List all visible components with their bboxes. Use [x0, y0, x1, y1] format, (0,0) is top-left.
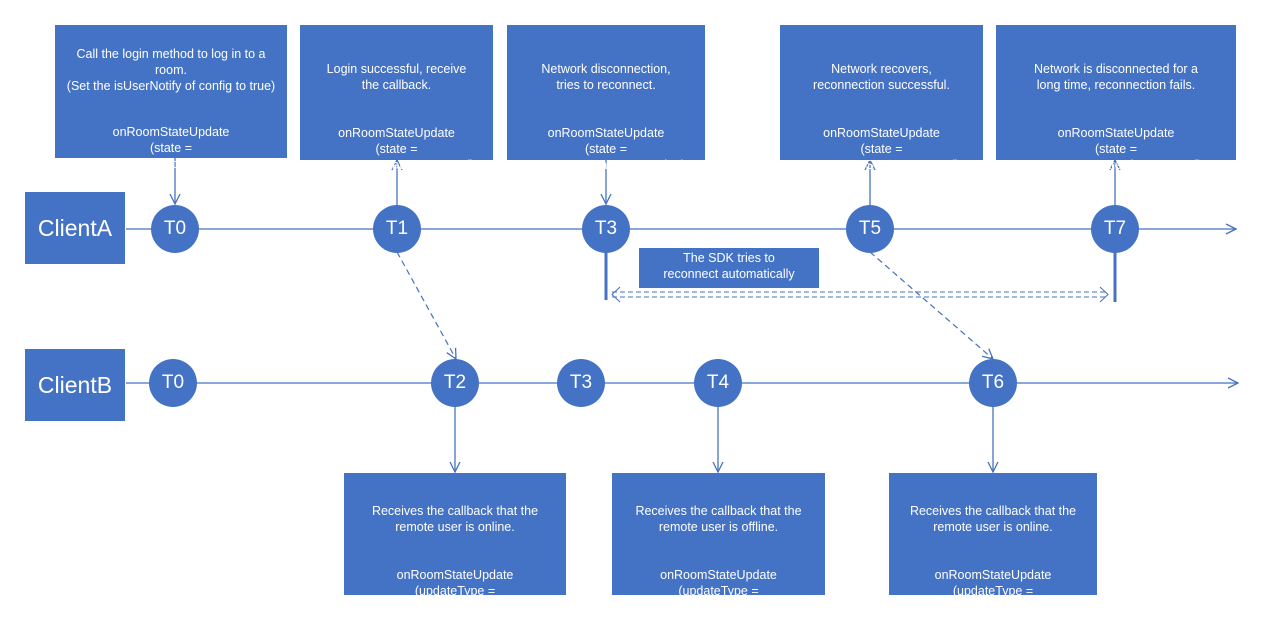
- event-callback: onRoomStateUpdate (state = ZegoRoomState…: [1030, 126, 1202, 172]
- event-box-b-t6: Receives the callback that the remote us…: [889, 473, 1097, 614]
- event-caption: Network disconnection, tries to reconnec…: [541, 62, 671, 92]
- event-callback: onRoomStateUpdate (state = ZegoRoomState…: [526, 126, 686, 172]
- event-box-a-t3: Network disconnection, tries to reconnec…: [507, 25, 705, 172]
- event-caption: Login successful, receive the callback.: [326, 62, 467, 92]
- event-box-a-t1: Login successful, receive the callback. …: [300, 25, 493, 172]
- event-callback: onRoomStateUpdate (state = ZegoRoomState…: [91, 125, 251, 171]
- node-a-t1: T1: [373, 205, 421, 253]
- event-box-a-t5: Network recovers, reconnection successfu…: [780, 25, 983, 172]
- event-box-a-t0: Call the login method to log in to a roo…: [55, 25, 287, 171]
- node-b-t6: T6: [969, 359, 1017, 407]
- event-caption: Receives the callback that the remote us…: [371, 504, 539, 534]
- event-callback: onRoomStateUpdate (updateType = ZegoUpda…: [393, 568, 517, 614]
- reconnect-span-right-head: [1099, 286, 1109, 303]
- event-callback: onRoomStateUpdate (state = ZegoRoomState…: [803, 126, 960, 172]
- node-b-t4: T4: [694, 359, 742, 407]
- event-caption: Receives the callback that the remote us…: [635, 504, 802, 534]
- client-a-label: ClientA: [25, 192, 125, 264]
- node-a-t3: T3: [582, 205, 630, 253]
- event-caption: Network is disconnected for a long time,…: [1034, 62, 1198, 92]
- client-b-label: ClientB: [25, 349, 125, 421]
- event-box-b-t4: Receives the callback that the remote us…: [612, 473, 825, 614]
- reconnect-span-left-head: [611, 286, 621, 303]
- dashed-arrow-t1-to-t2: [396, 251, 456, 359]
- event-callback: onRoomStateUpdate (updateType = ZegoUpda…: [931, 568, 1055, 614]
- dashed-arrow-t5-to-t6: [869, 251, 993, 359]
- event-caption: Call the login method to log in to a roo…: [66, 47, 276, 93]
- node-b-t0: T0: [149, 359, 197, 407]
- node-a-t7: T7: [1091, 205, 1139, 253]
- event-callback: onRoomStateUpdate (state = ZegoRoomState…: [318, 126, 475, 172]
- event-box-b-t2: Receives the callback that the remote us…: [344, 473, 566, 614]
- node-b-t2: T2: [431, 359, 479, 407]
- node-a-t5: T5: [846, 205, 894, 253]
- event-callback: onRoomStateUpdate (updateType = ZegoUpda…: [650, 568, 787, 614]
- reconnect-note: The SDK tries to reconnect automatically: [639, 248, 819, 288]
- node-a-t0: T0: [151, 205, 199, 253]
- event-caption: Network recovers, reconnection successfu…: [813, 62, 950, 92]
- event-box-a-t7: Network is disconnected for a long time,…: [996, 25, 1236, 172]
- event-caption: Receives the callback that the remote us…: [909, 504, 1077, 534]
- node-b-t3: T3: [557, 359, 605, 407]
